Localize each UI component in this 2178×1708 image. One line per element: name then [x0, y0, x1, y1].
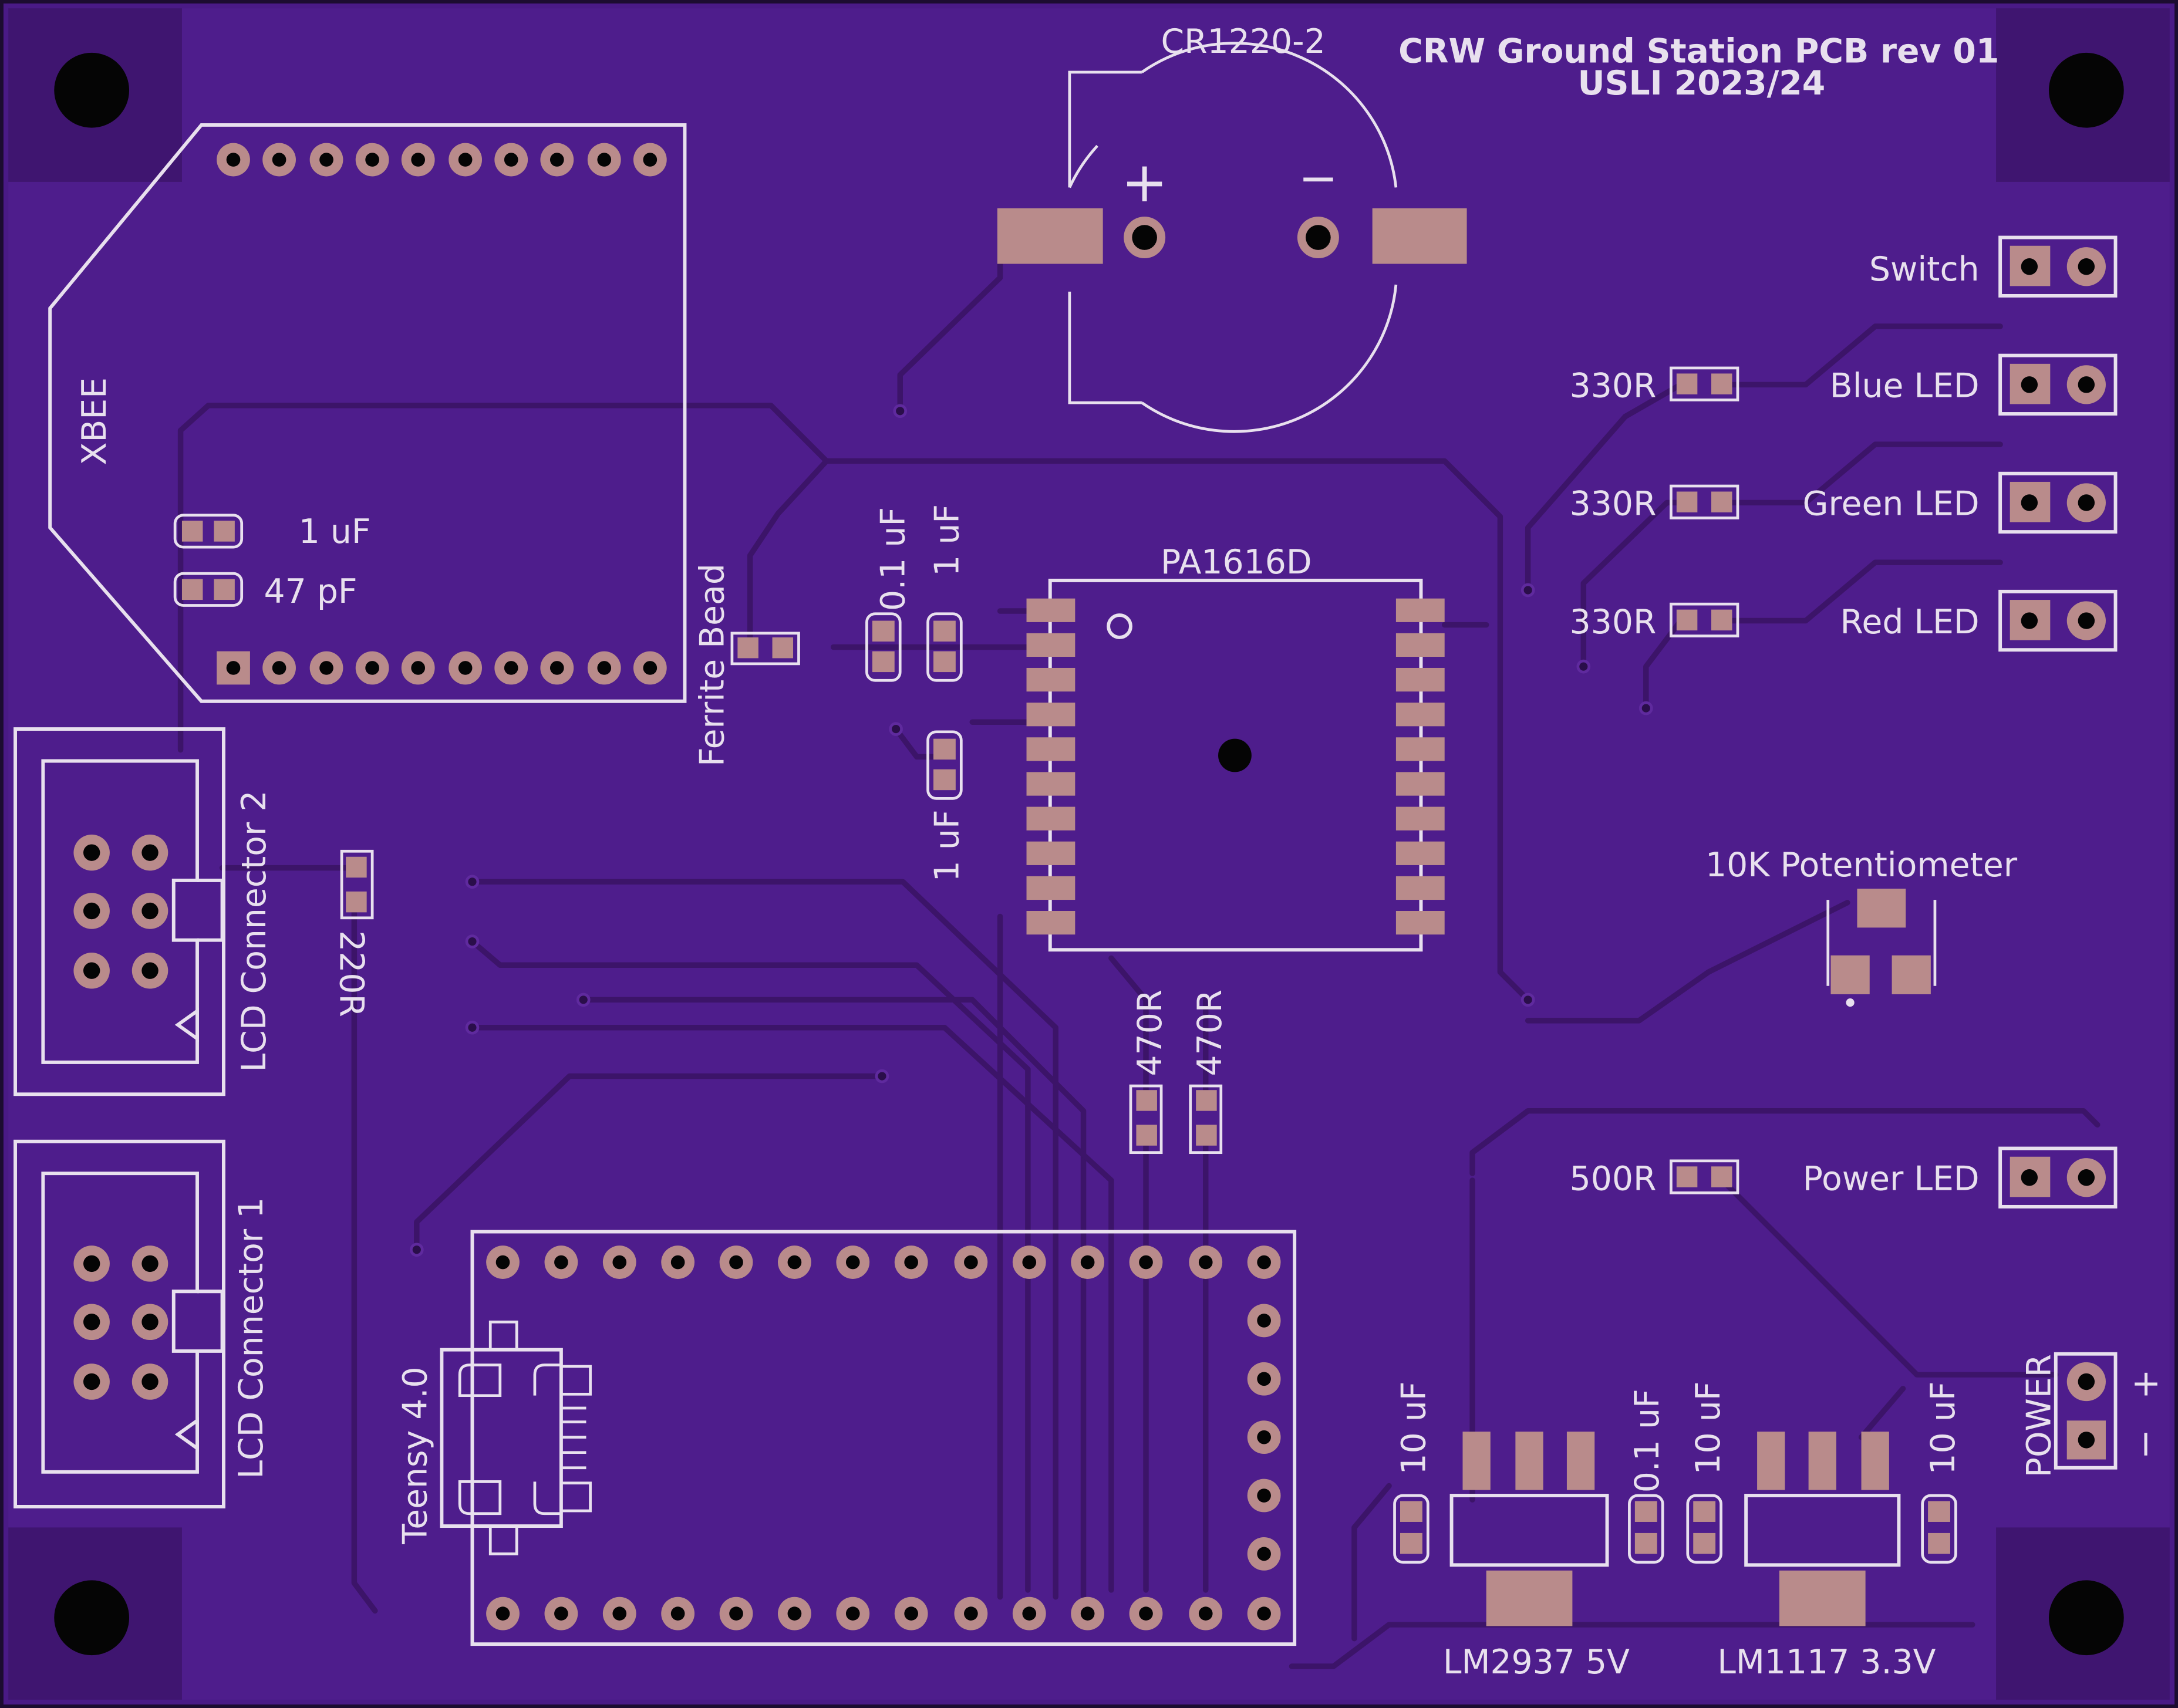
r470a-label: 470R: [1131, 990, 1169, 1076]
cap-01uf-top-label: 0.1 uF: [874, 507, 912, 611]
cap-10uf-a-label: 10 uF: [1395, 1382, 1434, 1475]
switch-label: Switch: [1869, 250, 1980, 289]
green-led-header: 330R Green LED: [1570, 471, 2118, 534]
regulator-5v: 10 uF LM2937 5V 0.1 uF: [1393, 1382, 1667, 1682]
potentiometer: 10K Potentiometer: [1705, 846, 2018, 1007]
resistors-470r: 470R 470R: [1129, 990, 1229, 1155]
switch-header: Switch: [1869, 235, 2118, 298]
usb-connector-icon: [440, 1320, 592, 1555]
red-led-label: Red LED: [1840, 603, 1980, 642]
lcd-connector-1: LCD Connector 1: [14, 1139, 271, 1508]
r330c-label: 330R: [1570, 603, 1657, 642]
cap-1uf-top-label: 1 uF: [928, 504, 967, 576]
copper-pour: [8, 8, 2170, 1700]
r220-label: 220R: [332, 930, 371, 1017]
xbee-capacitors: 1 uF 47 pF: [173, 512, 371, 611]
power-minus-label: −: [2124, 1429, 2166, 1460]
power-led-header: 500R Power LED: [1570, 1146, 2118, 1209]
cap-1uf-mid-label: 1 uF: [928, 810, 967, 882]
cap-10uf-b-label: 10 uF: [1689, 1382, 1728, 1475]
power-connector: POWER + −: [2019, 1352, 2166, 1477]
lcd2-label: LCD Connector 2: [235, 790, 274, 1072]
blue-led-label: Blue LED: [1830, 367, 1980, 406]
teensy-module: Teensy 4.0: [396, 1230, 1297, 1646]
xbee-label: XBEE: [75, 377, 114, 465]
power-label: POWER: [2019, 1354, 2058, 1477]
r330b-label: 330R: [1570, 485, 1657, 524]
reg33-label: LM1117 3.3V: [1717, 1643, 1936, 1682]
board-title: CRW Ground Station PCB rev 01: [1398, 32, 1999, 70]
lcd-connector-2: LCD Connector 2: [14, 727, 274, 1096]
battery-minus-label: −: [1299, 150, 1338, 205]
gps-module: PA1616D: [1026, 543, 1445, 952]
ferrite-bead: Ferrite Bead: [693, 563, 800, 767]
corner-pads: [8, 8, 2170, 1700]
power-led-label: Power LED: [1803, 1160, 1980, 1199]
teensy-label: Teensy 4.0: [396, 1366, 434, 1544]
cap-01uf-b-label: 0.1 uF: [1628, 1389, 1667, 1493]
blue-led-header: 330R Blue LED: [1570, 353, 2118, 416]
cap-47pf-label: 47 pF: [264, 572, 358, 611]
gps-label: PA1616D: [1161, 543, 1312, 582]
green-led-label: Green LED: [1802, 485, 1979, 524]
xbee-module: XBEE: [48, 123, 687, 703]
reg5-label: LM2937 5V: [1443, 1643, 1630, 1682]
r500-label: 500R: [1570, 1160, 1657, 1199]
battery-holder: CR1220-2 + −: [997, 22, 1467, 433]
gps-capacitors: 0.1 uF 1 uF 1 uF: [865, 504, 967, 882]
mounting-hole-icon: [54, 52, 2124, 1656]
battery-plus-label: +: [1121, 150, 1168, 215]
red-led-header: 330R Red LED: [1570, 589, 2118, 652]
r470b-label: 470R: [1191, 990, 1229, 1076]
vias: [409, 404, 1653, 1257]
r330a-label: 330R: [1570, 367, 1657, 406]
resistor-220r: 220R: [332, 849, 374, 1017]
battery-label: CR1220-2: [1161, 22, 1326, 61]
regulator-3v3: 10 uF LM1117 3.3V 10 uF: [1686, 1382, 1963, 1682]
pot-label: 10K Potentiometer: [1705, 846, 2018, 885]
lcd1-label: LCD Connector 1: [232, 1197, 271, 1479]
power-plus-label: +: [2131, 1362, 2162, 1405]
cap-1uf-label: 1 uF: [299, 512, 371, 551]
board-subtitle: USLI 2023/24: [1578, 64, 1826, 103]
copper-traces: [177, 236, 2101, 1669]
cap-10uf-c-label: 10 uF: [1924, 1382, 1963, 1475]
ferrite-label: Ferrite Bead: [693, 563, 732, 767]
